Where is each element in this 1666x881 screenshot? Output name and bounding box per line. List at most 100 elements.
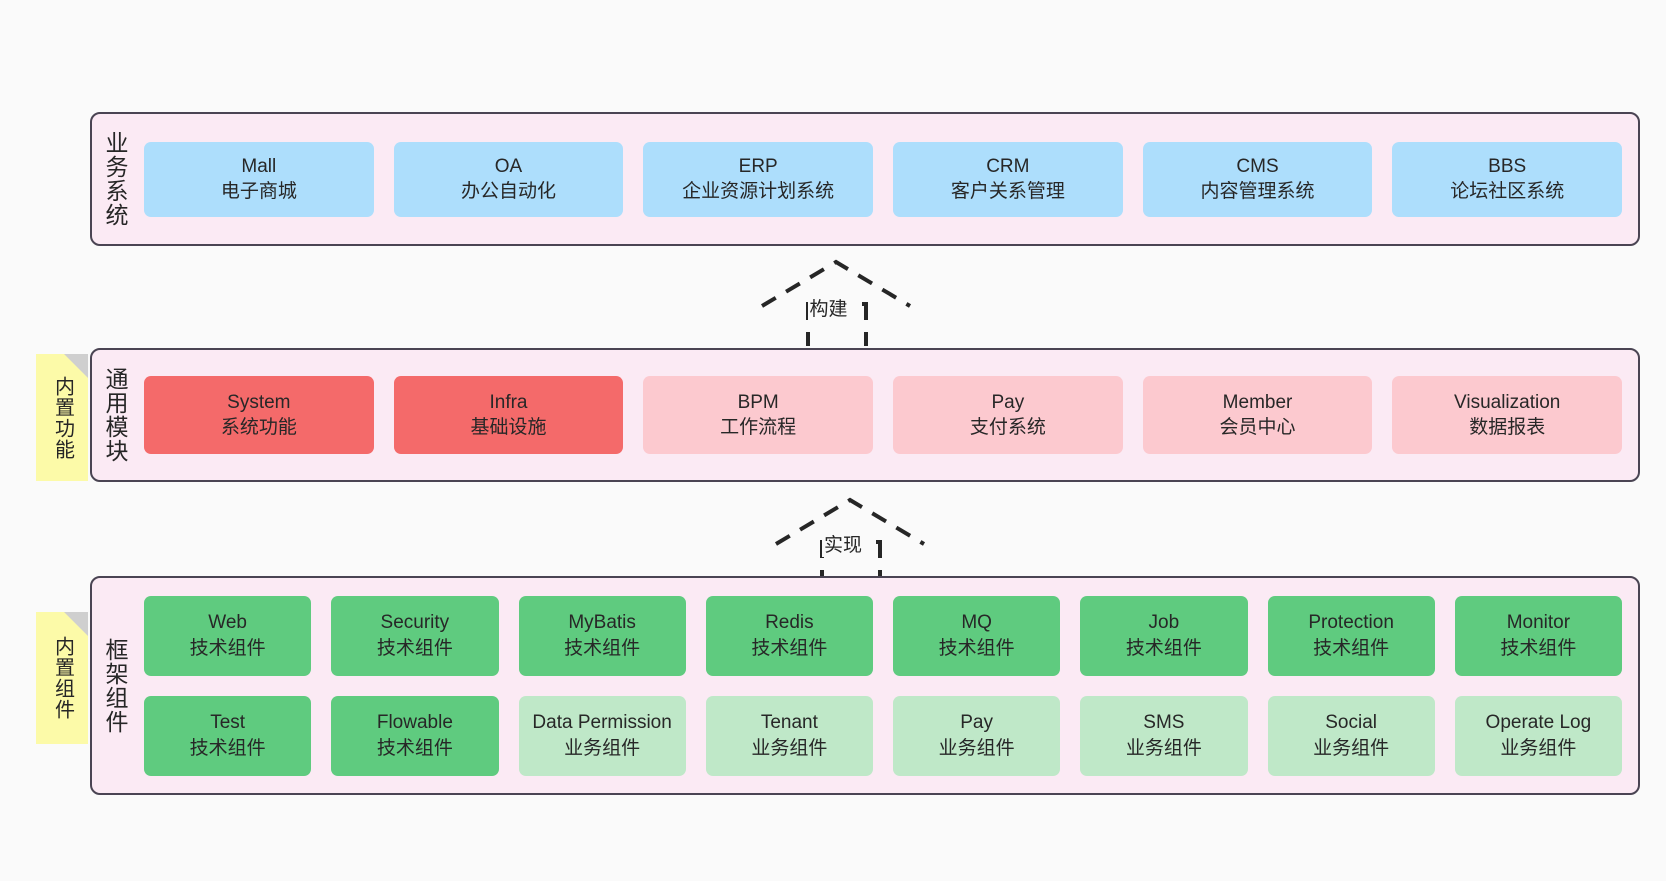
card-name: Pay: [991, 391, 1025, 413]
card-name: Redis: [765, 612, 814, 634]
card-pay-module[interactable]: Pay 支付系统: [893, 376, 1123, 454]
card-name: Operate Log: [1485, 712, 1592, 734]
layer-business-systems: 业务系统 Mall 电子商城 OA 办公自动化 ERP 企业资源计划系统 CRM…: [90, 112, 1640, 246]
card-desc: 业务组件: [938, 737, 1015, 759]
card-flowable[interactable]: Flowable 技术组件: [331, 695, 499, 776]
card-web[interactable]: Web 技术组件: [144, 595, 312, 676]
card-desc: 技术组件: [376, 637, 453, 659]
card-security[interactable]: Security 技术组件: [331, 595, 499, 676]
card-name: MQ: [961, 612, 992, 634]
card-desc: 技术组件: [1500, 637, 1577, 659]
sticky-note-builtin-components: 内置组件: [36, 612, 88, 744]
card-desc: 论坛社区系统: [1450, 181, 1565, 202]
card-desc: 数据报表: [1469, 417, 1546, 438]
card-name: OA: [494, 155, 523, 177]
card-name: BPM: [737, 391, 779, 413]
card-mq[interactable]: MQ 技术组件: [893, 595, 1061, 676]
card-protection[interactable]: Protection 技术组件: [1267, 595, 1435, 676]
card-name: Mall: [241, 155, 277, 177]
card-name: MyBatis: [568, 612, 636, 634]
layer-body-business: Mall 电子商城 OA 办公自动化 ERP 企业资源计划系统 CRM 客户关系…: [138, 114, 1638, 244]
card-name: Security: [380, 612, 450, 634]
card-desc: 企业资源计划系统: [682, 181, 835, 202]
card-row: Mall 电子商城 OA 办公自动化 ERP 企业资源计划系统 CRM 客户关系…: [144, 141, 1623, 217]
card-erp[interactable]: ERP 企业资源计划系统: [643, 141, 874, 217]
card-desc: 系统功能: [220, 417, 297, 438]
card-desc: 电子商城: [220, 181, 297, 202]
card-name: Test: [210, 712, 246, 734]
card-pay-component[interactable]: Pay 业务组件: [893, 695, 1061, 776]
card-redis[interactable]: Redis 技术组件: [705, 595, 873, 676]
card-row: Test 技术组件 Flowable 技术组件 Data Permission …: [144, 695, 1622, 776]
layer-body-framework: Web 技术组件 Security 技术组件 MyBatis 技术组件 Redi…: [138, 578, 1638, 793]
card-monitor[interactable]: Monitor 技术组件: [1454, 595, 1622, 676]
card-desc: 业务组件: [751, 737, 828, 759]
card-name: Infra: [489, 391, 528, 413]
card-sms[interactable]: SMS 业务组件: [1080, 695, 1248, 776]
card-name: Visualization: [1454, 391, 1561, 413]
card-name: Protection: [1308, 612, 1394, 634]
card-desc: 技术组件: [376, 737, 453, 759]
card-name: Web: [208, 612, 247, 634]
arrow-label-build: 构建: [807, 294, 850, 321]
card-mall[interactable]: Mall 电子商城: [144, 141, 374, 217]
card-operate-log[interactable]: Operate Log 业务组件: [1454, 695, 1622, 776]
card-desc: 业务组件: [564, 737, 641, 759]
card-name: BBS: [1488, 155, 1527, 177]
card-row: System 系统功能 Infra 基础设施 BPM 工作流程 Pay 支付系统…: [144, 376, 1623, 454]
card-desc: 基础设施: [470, 417, 547, 438]
card-member[interactable]: Member 会员中心: [1142, 376, 1373, 454]
card-name: Data Permission: [532, 712, 672, 734]
card-name: CRM: [986, 155, 1030, 177]
layer-framework-components: 框架组件 Web 技术组件 Security 技术组件 MyBatis 技术组件…: [90, 576, 1640, 795]
card-desc: 内容管理系统: [1200, 181, 1315, 202]
arrow-implement: 实现: [760, 496, 940, 582]
sticky-note-label: 内置组件: [51, 636, 74, 720]
card-desc: 技术组件: [751, 637, 828, 659]
card-social[interactable]: Social 业务组件: [1267, 695, 1435, 776]
card-desc: 业务组件: [1125, 737, 1202, 759]
layer-body-modules: System 系统功能 Infra 基础设施 BPM 工作流程 Pay 支付系统…: [138, 350, 1638, 480]
layer-title-business: 业务系统: [102, 131, 129, 227]
card-desc: 工作流程: [720, 417, 797, 438]
card-crm[interactable]: CRM 客户关系管理: [893, 141, 1123, 217]
card-desc: 技术组件: [1313, 637, 1390, 659]
layer-common-modules: 通用模块 System 系统功能 Infra 基础设施 BPM 工作流程 Pay…: [90, 348, 1640, 482]
card-name: Tenant: [760, 712, 818, 734]
card-system[interactable]: System 系统功能: [144, 376, 374, 454]
card-desc: 技术组件: [189, 737, 266, 759]
card-row: Web 技术组件 Security 技术组件 MyBatis 技术组件 Redi…: [144, 595, 1622, 676]
card-name: Social: [1325, 712, 1377, 734]
layer-title-modules: 通用模块: [102, 367, 129, 463]
card-name: SMS: [1143, 712, 1185, 734]
card-desc: 技术组件: [1125, 637, 1202, 659]
card-bpm[interactable]: BPM 工作流程: [643, 376, 874, 454]
card-name: Monitor: [1506, 612, 1571, 634]
card-oa[interactable]: OA 办公自动化: [393, 141, 624, 217]
card-name: ERP: [738, 155, 778, 177]
card-name: Pay: [960, 712, 993, 734]
card-name: Job: [1148, 612, 1180, 634]
card-desc: 技术组件: [189, 637, 266, 659]
card-desc: 业务组件: [1313, 737, 1390, 759]
card-name: System: [227, 391, 291, 413]
card-test[interactable]: Test 技术组件: [144, 695, 312, 776]
card-visualization[interactable]: Visualization 数据报表: [1392, 376, 1623, 454]
arrow-label-implement: 实现: [822, 530, 865, 557]
card-name: CMS: [1236, 155, 1279, 177]
card-data-permission[interactable]: Data Permission 业务组件: [518, 695, 686, 776]
card-name: Flowable: [376, 712, 453, 734]
sticky-note-builtin-functions: 内置功能: [36, 354, 88, 481]
card-infra[interactable]: Infra 基础设施: [393, 376, 624, 454]
arrow-build: 构建: [746, 258, 926, 346]
card-desc: 会员中心: [1219, 417, 1296, 438]
card-desc: 技术组件: [938, 637, 1015, 659]
card-cms[interactable]: CMS 内容管理系统: [1142, 141, 1373, 217]
card-desc: 技术组件: [564, 637, 641, 659]
card-job[interactable]: Job 技术组件: [1080, 595, 1248, 676]
card-desc: 业务组件: [1500, 737, 1577, 759]
card-tenant[interactable]: Tenant 业务组件: [705, 695, 873, 776]
card-bbs[interactable]: BBS 论坛社区系统: [1392, 141, 1623, 217]
sticky-note-label: 内置功能: [51, 375, 74, 460]
card-mybatis[interactable]: MyBatis 技术组件: [518, 595, 686, 676]
